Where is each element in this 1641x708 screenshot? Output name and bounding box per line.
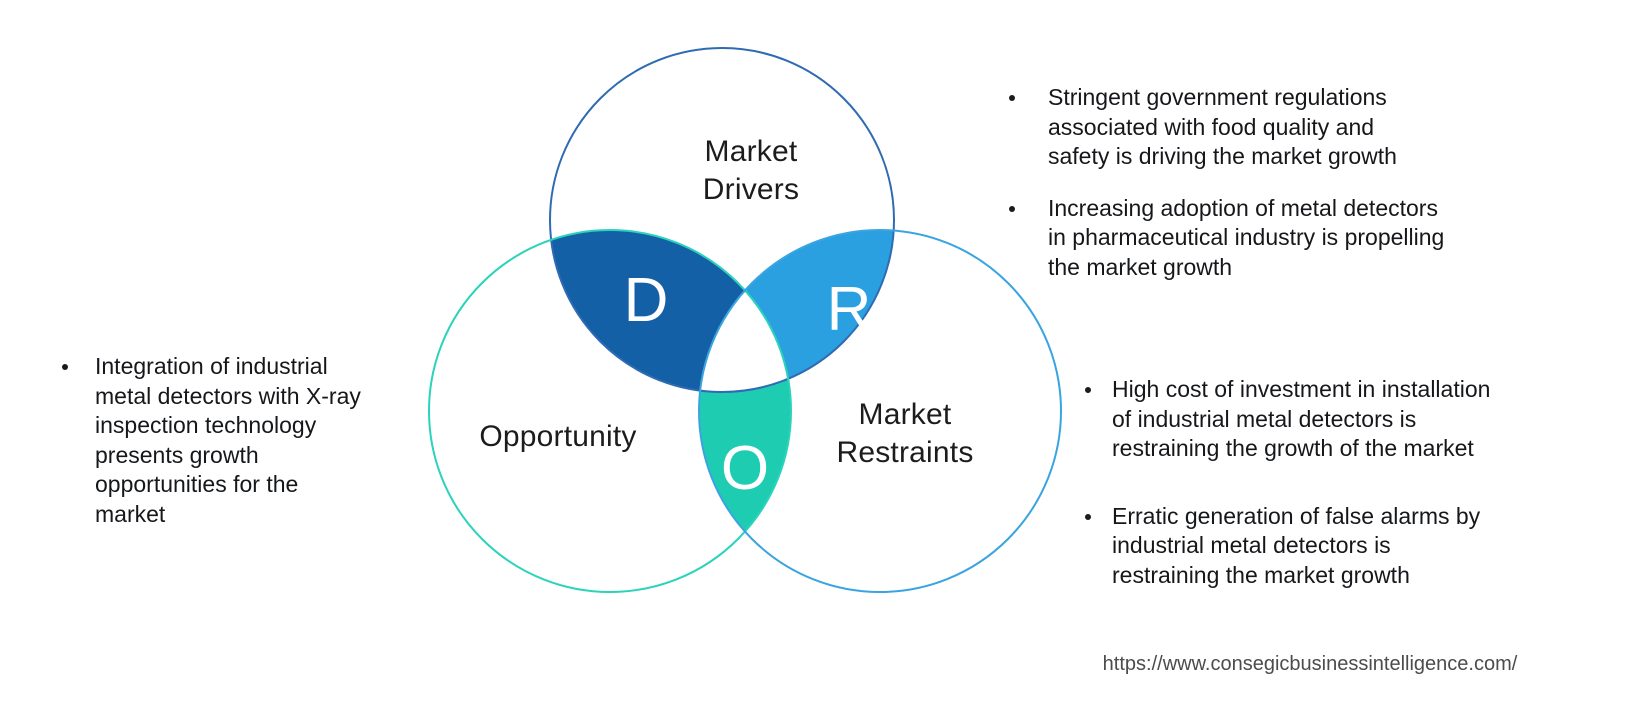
bullet-icon bbox=[1009, 205, 1015, 212]
drivers-notes-list: Stringent government regulations associa… bbox=[1009, 83, 1499, 282]
label-market-restraints: Market Restraints bbox=[836, 398, 974, 469]
list-item: Erratic generation of false alarms by in… bbox=[1085, 502, 1555, 591]
overlap-letter-o: O bbox=[720, 434, 770, 503]
restraints-notes-list: High cost of investment in installation … bbox=[1085, 375, 1555, 590]
note-text: Erratic generation of false alarms by in… bbox=[1112, 502, 1481, 588]
list-item: Stringent government regulations associa… bbox=[1009, 83, 1499, 172]
list-item: Integration of industrial metal detector… bbox=[62, 352, 402, 529]
bullet-icon bbox=[62, 364, 68, 370]
bullet-icon bbox=[1085, 513, 1091, 520]
bullet-icon bbox=[1009, 95, 1015, 101]
note-text: Increasing adoption of metal detectors i… bbox=[1048, 194, 1445, 280]
note-text: Integration of industrial metal detector… bbox=[95, 353, 361, 527]
list-item: Increasing adoption of metal detectors i… bbox=[1009, 194, 1499, 283]
overlap-letter-d: D bbox=[623, 266, 669, 335]
opportunity-notes-list: Integration of industrial metal detector… bbox=[62, 352, 402, 529]
label-market-drivers: Market Drivers bbox=[702, 135, 800, 206]
overlap-letter-r: R bbox=[826, 275, 872, 344]
label-opportunity: Opportunity bbox=[479, 420, 637, 453]
note-text: High cost of investment in installation … bbox=[1112, 376, 1491, 461]
list-item: High cost of investment in installation … bbox=[1085, 375, 1555, 464]
source-url: https://www.consegicbusinessintelligence… bbox=[1102, 653, 1518, 675]
note-text: Stringent government regulations associa… bbox=[1048, 84, 1397, 169]
bullet-icon bbox=[1085, 387, 1091, 393]
